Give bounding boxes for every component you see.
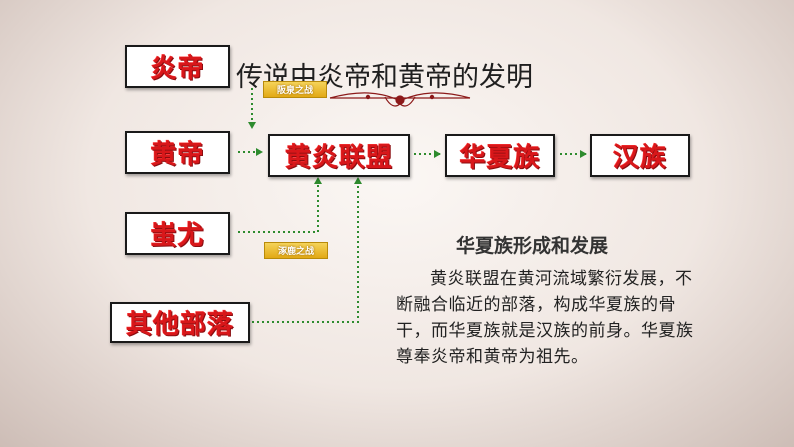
node-yandi: 炎帝 (125, 45, 230, 88)
node-others-label: 其他部落 (125, 310, 234, 340)
node-yandi-label: 炎帝 (150, 54, 205, 84)
node-huaxia-label: 华夏族 (459, 143, 541, 173)
section-body: 黄炎联盟在黄河流域繁衍发展，不断融合临近的部落，构成华夏族的骨干，而华夏族就是汉… (396, 269, 694, 367)
node-alliance-label: 黄炎联盟 (284, 143, 393, 173)
node-huaxia: 华夏族 (445, 134, 555, 177)
node-huangdi-label: 黄帝 (150, 140, 205, 170)
node-huangdi: 黄帝 (125, 131, 230, 174)
battle-tag-zhuolu: 涿鹿之战 (264, 242, 328, 259)
node-alliance: 黄炎联盟 (268, 134, 410, 177)
node-chiyou-label: 蚩尤 (150, 221, 205, 251)
arrow-chiyou-to-alliance (238, 177, 322, 233)
battle-tag-banquan: 阪泉之战 (263, 81, 327, 98)
node-han-label: 汉族 (612, 143, 667, 173)
arrow-others-to-alliance (252, 177, 362, 323)
node-chiyou: 蚩尤 (125, 212, 230, 255)
node-others: 其他部落 (110, 302, 250, 343)
title-flourish-ornament (329, 92, 471, 107)
node-han: 汉族 (590, 134, 690, 177)
section-heading: 华夏族形成和发展 (456, 235, 609, 257)
